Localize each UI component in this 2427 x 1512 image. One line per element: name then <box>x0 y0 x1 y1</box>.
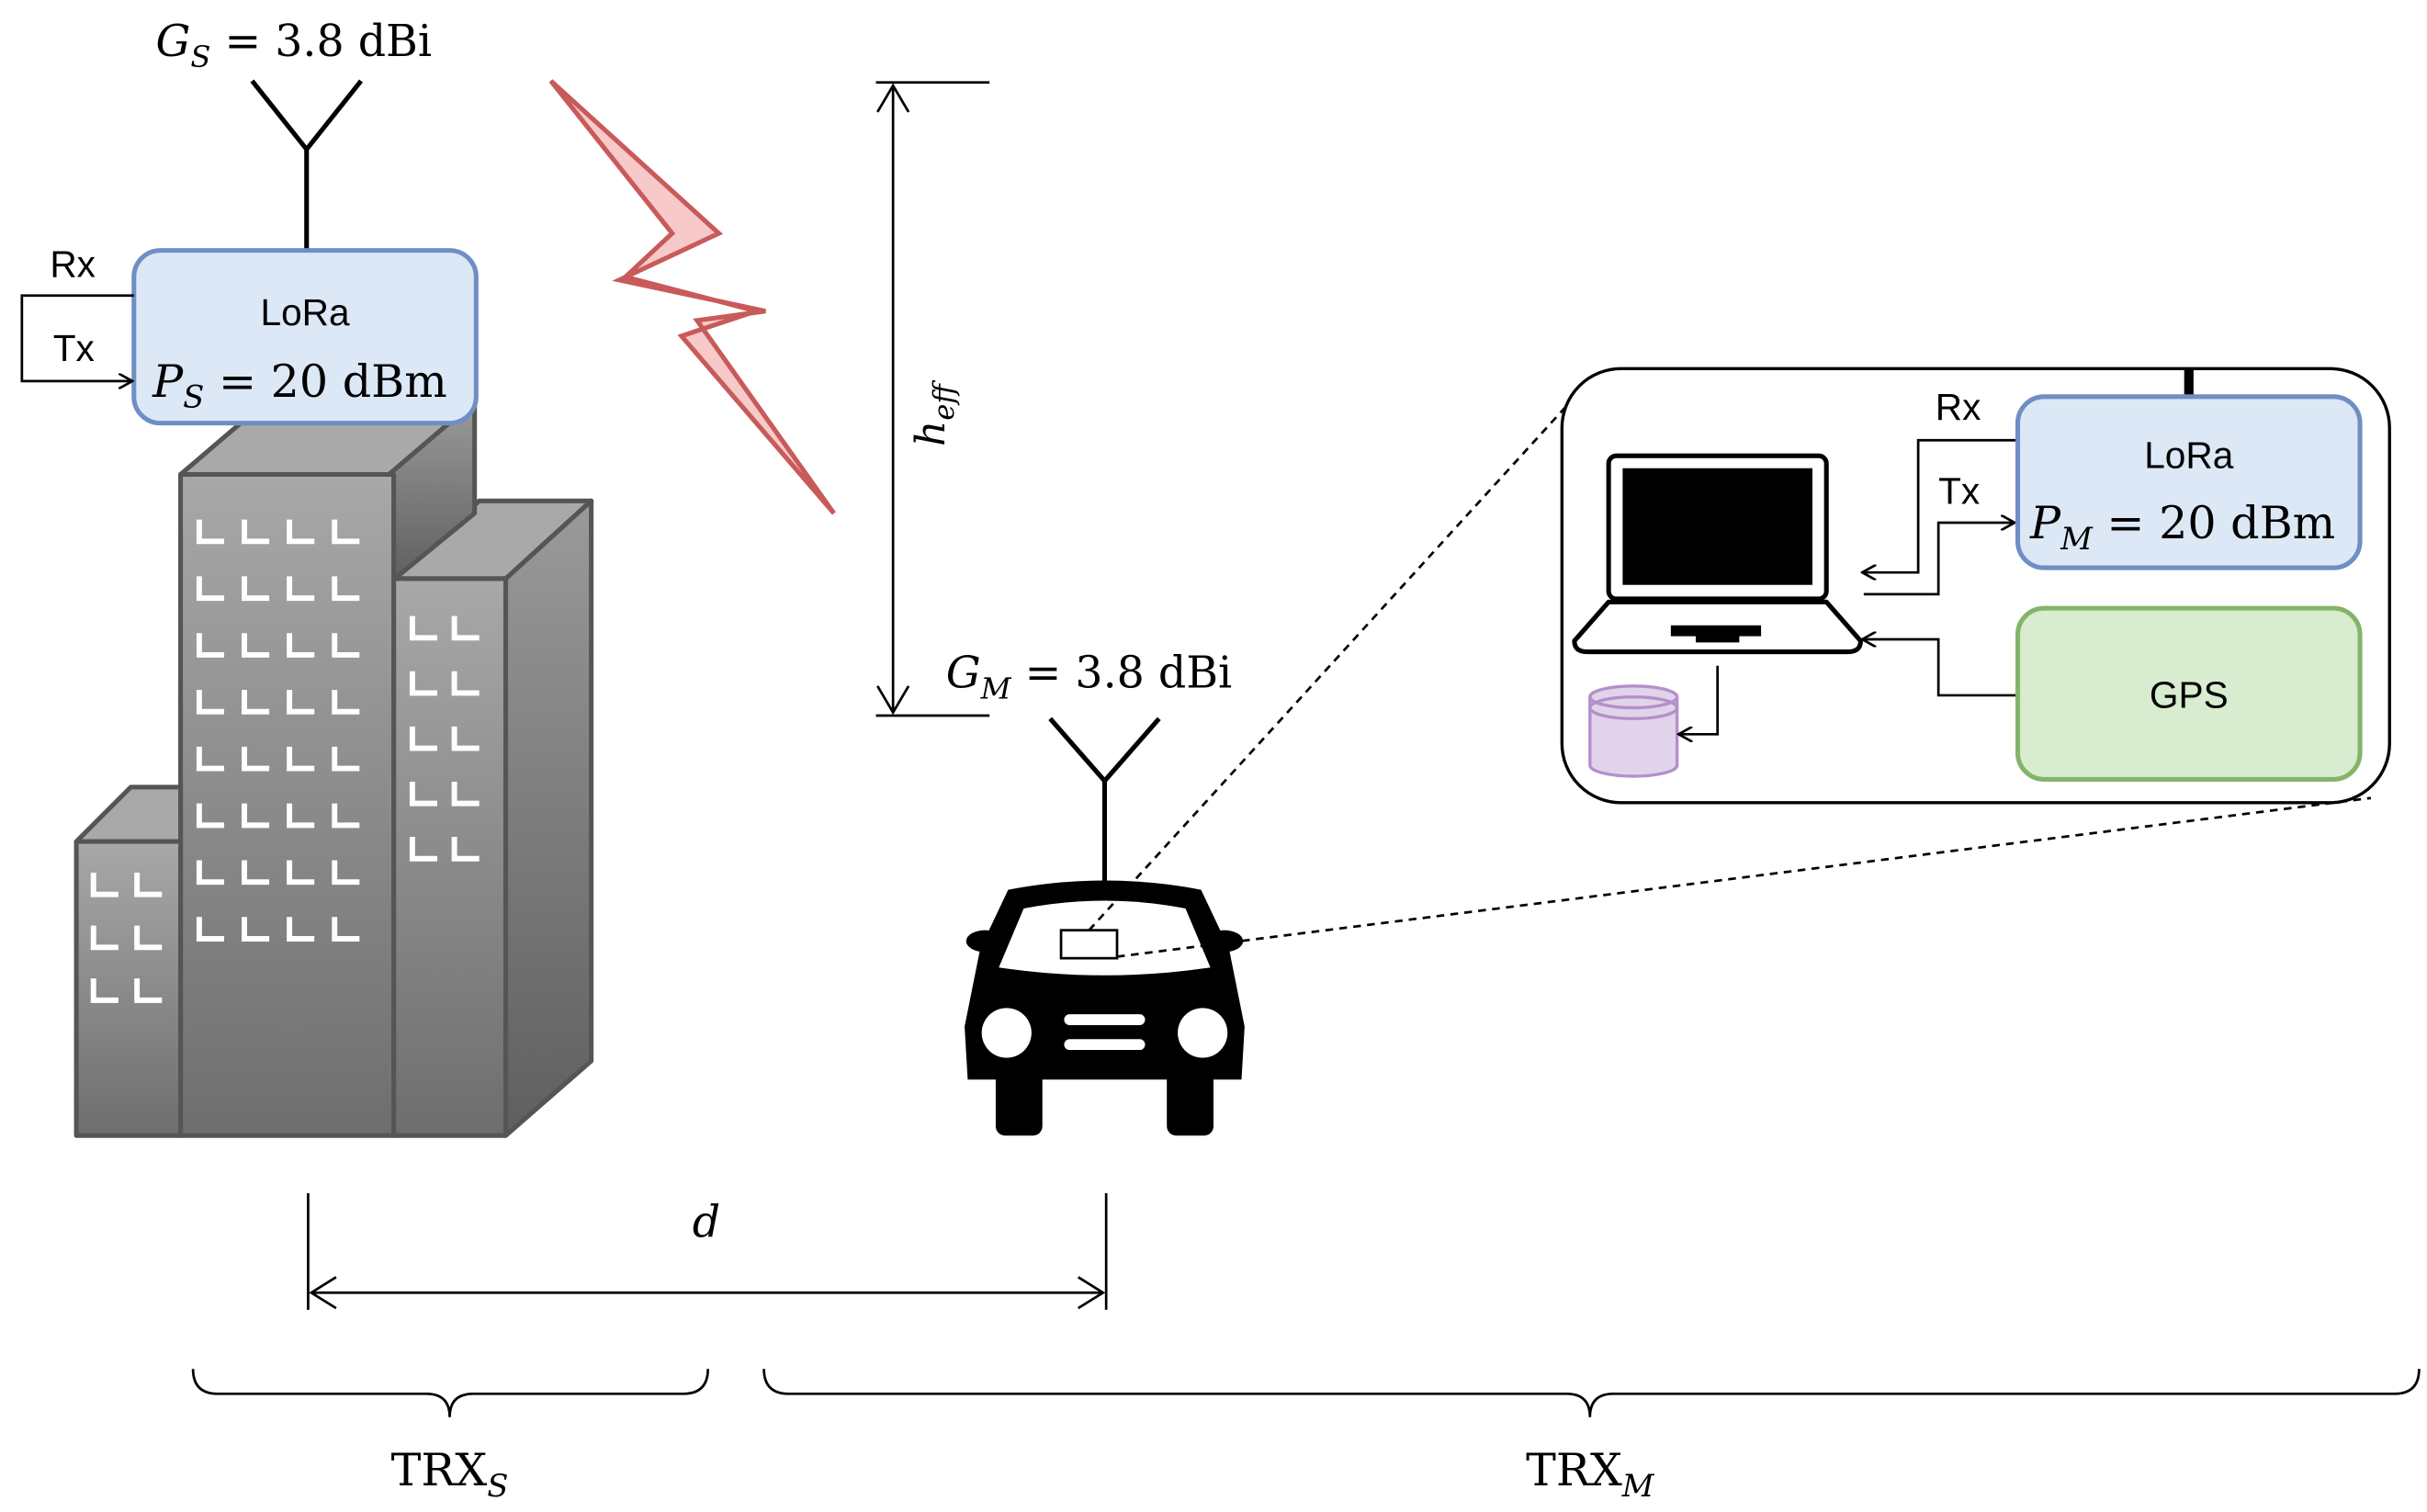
static-tx-label: Tx <box>53 327 95 369</box>
building-window <box>287 576 315 602</box>
zoom-lines <box>1088 406 2372 958</box>
building-right <box>391 498 594 1138</box>
building-window <box>287 746 315 772</box>
building-window <box>90 978 119 1003</box>
building-window <box>332 633 360 658</box>
building-window <box>90 925 119 951</box>
building-window <box>242 633 270 658</box>
building-window <box>196 576 224 602</box>
trx-m-label: TRXM <box>1526 1443 1655 1504</box>
static-tx-power-label: PS = 20 dBm <box>152 355 447 415</box>
building-window <box>196 860 224 886</box>
building-window <box>90 873 119 897</box>
building-window <box>409 837 437 862</box>
building-window <box>409 781 437 807</box>
building-window <box>242 519 270 545</box>
building-window <box>451 671 480 696</box>
trx-s-label: TRXS <box>391 1443 509 1504</box>
mobile-tx-label: Tx <box>1938 470 1980 513</box>
building-window <box>287 519 315 545</box>
mobile-tx-power-label: PM = 20 dBm <box>2029 496 2335 557</box>
building-window <box>332 803 360 829</box>
building-window <box>332 519 360 545</box>
building-window <box>196 746 224 772</box>
building-window <box>196 803 224 829</box>
mobile-lora-label: LoRa <box>2144 434 2234 477</box>
building-window <box>196 519 224 545</box>
buildings-illustration <box>73 399 594 1138</box>
building-window <box>332 917 360 942</box>
mobile-rx-label: Rx <box>1936 386 1981 428</box>
gps-module <box>2015 605 2363 782</box>
building-window <box>409 726 437 751</box>
building-window <box>196 690 224 715</box>
building-window <box>287 860 315 886</box>
mobile-antenna-gain-label: GM = 3.8 dBi <box>946 648 1232 705</box>
distance-label: d <box>693 1197 720 1247</box>
building-window <box>287 633 315 658</box>
building-window <box>134 873 163 897</box>
trx-s-brace <box>191 1369 709 1417</box>
building-window <box>332 746 360 772</box>
building-window <box>242 746 270 772</box>
building-window <box>409 671 437 696</box>
building-window <box>451 615 480 641</box>
static-rx-tx-loop <box>20 294 134 381</box>
building-window <box>287 690 315 715</box>
building-left <box>73 784 184 1138</box>
height-label: heff <box>908 380 961 446</box>
building-window <box>332 690 360 715</box>
static-rx-label: Rx <box>50 243 96 285</box>
building-window <box>287 917 315 942</box>
building-window <box>242 917 270 942</box>
building-window <box>451 781 480 807</box>
static-lora-label: LoRa <box>260 291 350 333</box>
static-antenna <box>250 79 363 249</box>
car-icon <box>965 880 1245 1136</box>
gps-label: GPS <box>2150 674 2229 717</box>
building-window <box>451 726 480 751</box>
building-window <box>196 633 224 658</box>
storage-icon <box>1588 684 1679 778</box>
car-onboard-device <box>1059 929 1119 960</box>
static-lora-module <box>131 248 479 426</box>
building-window <box>196 917 224 942</box>
group-braces <box>191 1369 2421 1417</box>
radio-link-lightning-icon <box>548 79 836 515</box>
mobile-lora-module <box>2015 394 2363 570</box>
trx-m-brace <box>762 1369 2421 1417</box>
building-window <box>242 803 270 829</box>
building-window <box>242 860 270 886</box>
distance-dimension <box>307 1192 1108 1310</box>
building-window <box>242 576 270 602</box>
height-dimension <box>875 81 990 717</box>
building-window <box>409 615 437 641</box>
building-windows <box>90 519 480 1003</box>
building-window <box>451 837 480 862</box>
building-window <box>332 860 360 886</box>
mobile-station-inset: Rx Tx LoRa PM = 20 dBm GPS <box>1560 367 2391 805</box>
building-window <box>287 803 315 829</box>
laptop-icon <box>1572 453 1864 655</box>
inset-connections <box>1680 438 2018 734</box>
static-antenna-gain-label: GS = 3.8 dBi <box>155 17 432 74</box>
building-window <box>332 576 360 602</box>
building-window <box>242 690 270 715</box>
building-window <box>134 925 163 951</box>
building-window <box>134 978 163 1003</box>
